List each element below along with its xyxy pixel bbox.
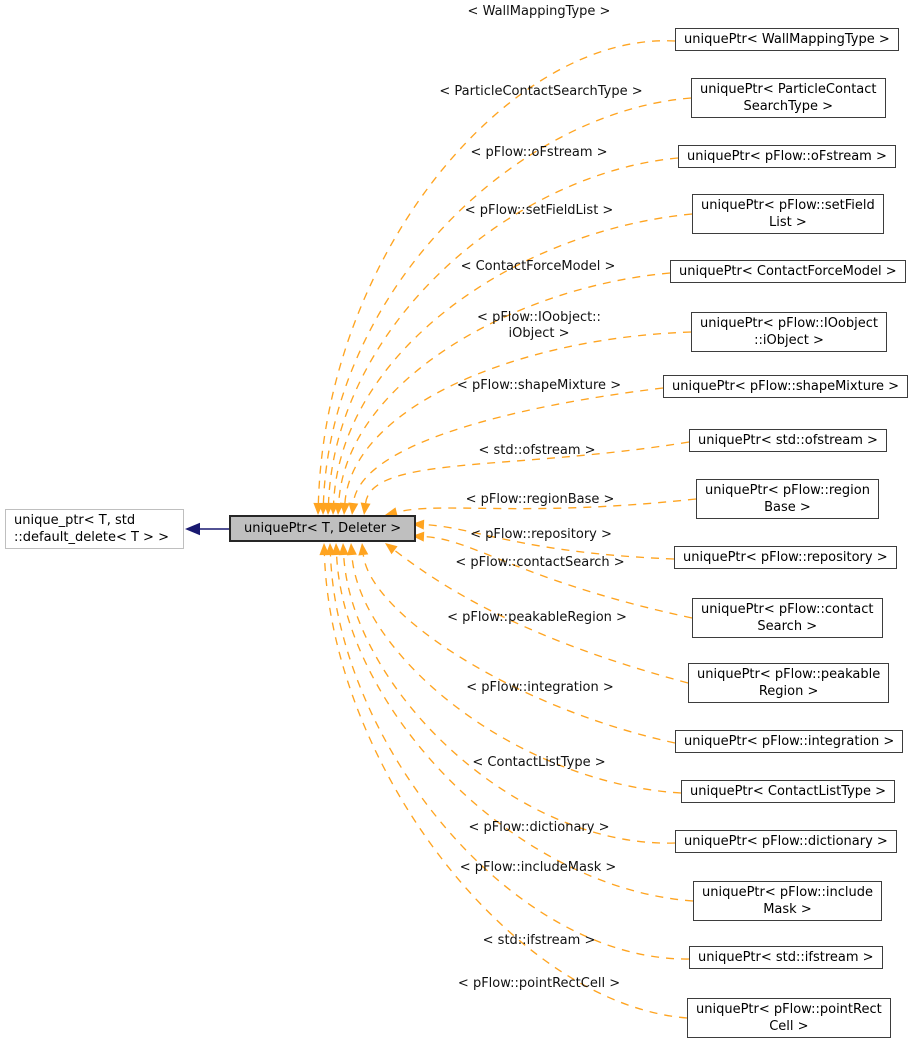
template-edge-arrowhead-icon bbox=[348, 502, 359, 515]
template-param-label: < WallMappingType > bbox=[467, 4, 611, 19]
template-param-label: < ParticleContactSearchType > bbox=[439, 84, 643, 99]
template-edge-arrowhead-icon bbox=[339, 502, 350, 515]
template-instantiation-edge bbox=[352, 387, 664, 504]
node-instantiation[interactable]: uniquePtr< ContactForceModel > bbox=[670, 260, 906, 283]
template-edge-arrowhead-icon bbox=[358, 543, 369, 556]
template-param-label: < ContactListType > bbox=[472, 755, 606, 770]
node-instantiation[interactable]: uniquePtr< pFlow::integration > bbox=[675, 730, 904, 753]
template-instantiation-edge bbox=[335, 554, 694, 902]
template-instantiation-edge bbox=[351, 554, 682, 794]
template-instantiation-edge bbox=[362, 554, 676, 744]
template-param-label: < pFlow::peakableRegion > bbox=[447, 610, 627, 625]
template-instantiation-edge bbox=[364, 441, 690, 504]
template-edge-arrowhead-icon bbox=[319, 543, 330, 556]
template-instantiation-edge bbox=[423, 535, 693, 619]
node-instantiation[interactable]: uniquePtr< pFlow::setField List > bbox=[692, 194, 884, 234]
node-instantiation[interactable]: uniquePtr< WallMappingType > bbox=[675, 28, 899, 51]
template-instantiation-edge bbox=[342, 554, 676, 844]
template-param-label: < pFlow::includeMask > bbox=[459, 860, 617, 875]
template-param-label: < pFlow::repository > bbox=[470, 527, 612, 542]
template-edge-arrowhead-icon bbox=[385, 543, 398, 555]
node-instantiation[interactable]: uniquePtr< pFlow::region Base > bbox=[696, 479, 879, 519]
template-instantiation-edge bbox=[394, 549, 689, 684]
template-param-label: < pFlow::contactSearch > bbox=[455, 555, 625, 570]
template-param-label: < pFlow::regionBase > bbox=[465, 492, 615, 507]
template-instantiation-edge bbox=[323, 554, 688, 1019]
node-instantiation[interactable]: uniquePtr< pFlow::pointRect Cell > bbox=[687, 998, 891, 1038]
node-instantiation[interactable]: uniquePtr< pFlow::peakable Region > bbox=[688, 663, 890, 703]
template-param-label: < std::ifstream > bbox=[482, 933, 596, 948]
template-edge-arrowhead-icon bbox=[412, 531, 425, 542]
template-param-label: < pFlow::IOobject:: iObject > bbox=[477, 310, 601, 341]
template-instantiation-edge bbox=[322, 97, 692, 504]
template-param-label: < pFlow::pointRectCell > bbox=[457, 976, 621, 991]
template-edge-arrowhead-icon bbox=[412, 519, 425, 530]
template-instantiation-edge bbox=[396, 498, 697, 513]
node-instantiation[interactable]: uniquePtr< ParticleContact SearchType > bbox=[691, 78, 886, 118]
node-instantiation[interactable]: uniquePtr< pFlow::repository > bbox=[674, 546, 897, 569]
node-instantiation[interactable]: uniquePtr< pFlow::shapeMixture > bbox=[663, 375, 909, 398]
node-instantiation[interactable]: uniquePtr< ContactListType > bbox=[681, 780, 896, 803]
node-std-unique-ptr: unique_ptr< T, std ::default_delete< T >… bbox=[5, 509, 184, 549]
node-instantiation[interactable]: uniquePtr< pFlow::include Mask > bbox=[693, 881, 882, 921]
node-instantiation[interactable]: uniquePtr< pFlow::dictionary > bbox=[675, 830, 897, 853]
node-instantiation[interactable]: uniquePtr< pFlow::contact Search > bbox=[692, 598, 883, 638]
template-param-label: < pFlow::integration > bbox=[466, 680, 614, 695]
node-instantiation[interactable]: uniquePtr< std::ofstream > bbox=[689, 429, 887, 452]
template-instantiation-edge bbox=[327, 157, 679, 504]
template-param-label: < pFlow::setFieldList > bbox=[464, 203, 614, 218]
template-instantiation-edge bbox=[317, 40, 676, 504]
template-edge-arrowhead-icon bbox=[346, 543, 357, 556]
node-uniqueptr-template: uniquePtr< T, Deleter > bbox=[229, 515, 417, 542]
template-edge-arrowhead-icon bbox=[385, 507, 398, 518]
inheritance-arrowhead-icon bbox=[185, 522, 200, 536]
template-instantiation-edge bbox=[344, 331, 692, 504]
node-instantiation[interactable]: uniquePtr< pFlow::IOobject ::iObject > bbox=[691, 312, 887, 352]
template-param-label: < pFlow::oFstream > bbox=[470, 145, 608, 160]
template-param-label: < ContactForceModel > bbox=[460, 259, 616, 274]
template-instantiation-edge bbox=[332, 213, 693, 504]
node-instantiation[interactable]: uniquePtr< std::ifstream > bbox=[689, 946, 883, 969]
node-instantiation[interactable]: uniquePtr< pFlow::oFstream > bbox=[678, 145, 896, 168]
template-param-label: < std::ofstream > bbox=[478, 443, 596, 458]
template-param-label: < pFlow::shapeMixture > bbox=[456, 378, 622, 393]
template-edge-arrowhead-icon bbox=[360, 502, 371, 515]
template-edge-arrowhead-icon bbox=[338, 543, 349, 556]
template-param-label: < pFlow::dictionary > bbox=[468, 820, 610, 835]
template-instantiation-edge bbox=[338, 272, 671, 504]
